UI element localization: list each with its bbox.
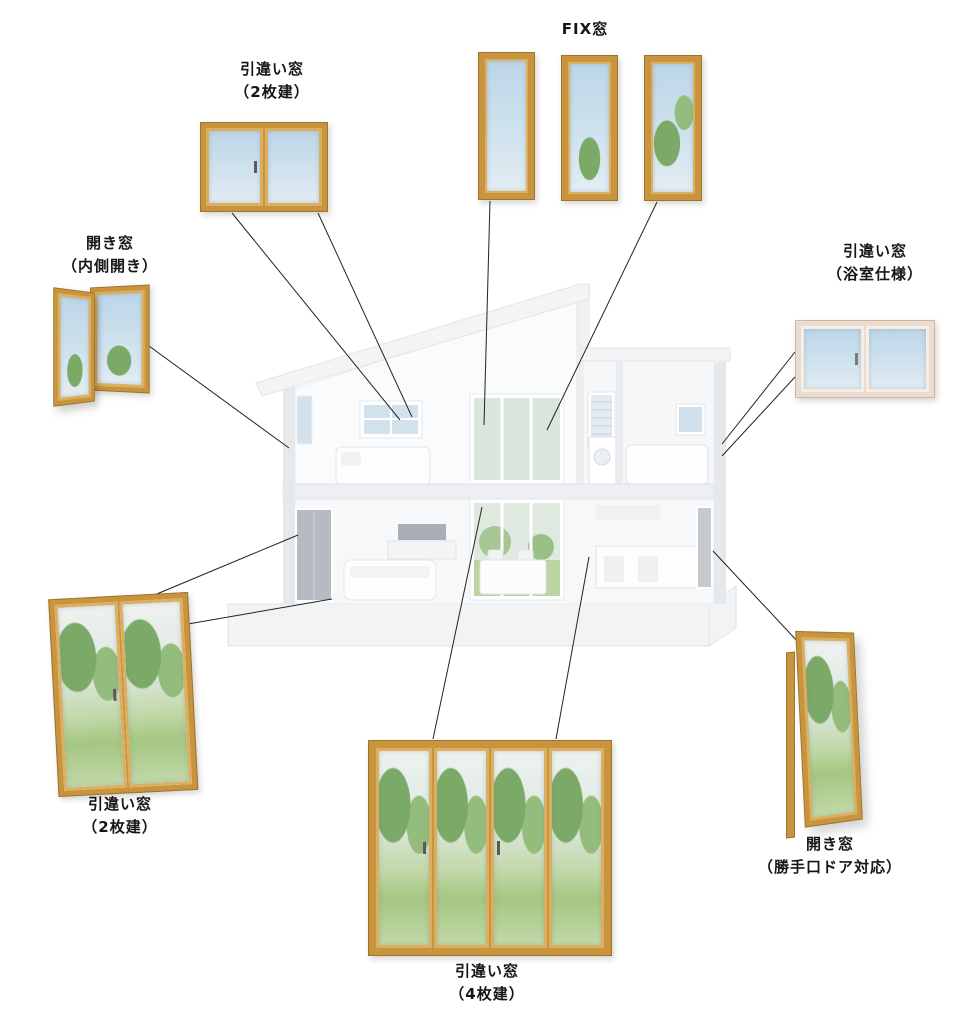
label-sliding-4panel: 引違い窓 （4枚建） (407, 960, 567, 1007)
label-sliding-2panel-top: 引違い窓 （2枚建） (192, 58, 352, 105)
sliding-window-4panel-figure (368, 740, 612, 956)
sliding-window-2panel-top-figure (200, 122, 328, 212)
window-sash (376, 748, 432, 948)
label-sliding-bathroom: 引違い窓 （浴室仕様） (795, 240, 955, 287)
window-glass (379, 751, 429, 945)
roof (255, 283, 590, 397)
dining-table (479, 549, 547, 595)
sliding-window-2panel-left-figure (48, 592, 199, 798)
bathroom-partition (616, 360, 623, 484)
label-line: （浴室仕様） (826, 265, 923, 284)
connector-lines (148, 200, 800, 740)
window-glass (804, 329, 861, 389)
window-sash (265, 128, 322, 206)
window-glass (653, 64, 693, 192)
sliding-window-bathroom-figure (795, 320, 935, 398)
fix-window-figure-3 (644, 55, 702, 201)
window-glass (804, 640, 855, 818)
window-glass (57, 604, 124, 788)
label-line: FIX窓 (561, 20, 609, 38)
casement-window-inward-figure (50, 278, 155, 410)
label-line: 引違い窓 (842, 242, 907, 260)
label-line: （勝手口ドア対応） (757, 858, 902, 877)
window-sash (491, 748, 547, 948)
casement-door (795, 630, 863, 828)
window-glass (436, 751, 486, 945)
label-casement-inward: 開き窓 （内側開き） (30, 232, 190, 279)
stair-partition-wall (576, 296, 584, 484)
window-sash (801, 637, 858, 821)
peak-wall (581, 284, 590, 362)
label-fix-window: FIX窓 (505, 18, 665, 41)
window-sash (94, 289, 145, 389)
casement-backdoor-figure (782, 628, 882, 839)
casement-frame (90, 284, 150, 394)
bedroom-window (359, 400, 423, 439)
sofa (343, 559, 437, 601)
window-sash (548, 748, 604, 948)
washing-machine (588, 436, 617, 485)
tv-board (387, 524, 457, 560)
label-line: （4枚建） (449, 985, 525, 1004)
label-casement-backdoor: 開き窓 （勝手口ドア対応） (718, 833, 942, 880)
window-glass (570, 64, 609, 192)
label-sliding-2panel-left: 引違い窓 （2枚建） (40, 793, 200, 840)
window-sash (119, 598, 193, 788)
kitchen-counter (595, 505, 703, 589)
window-sash (866, 326, 929, 392)
label-line: 開き窓 (85, 234, 134, 252)
window-sash (801, 326, 864, 392)
window-glass (268, 131, 319, 203)
bathroom-window (675, 403, 706, 436)
label-line: 引違い窓 (239, 60, 304, 78)
label-line: （2枚建） (234, 83, 310, 102)
bathtub (625, 444, 709, 485)
window-glass (97, 293, 142, 385)
house-cutaway (227, 283, 737, 647)
label-line: 開き窓 (805, 835, 854, 853)
casement-open-sash (53, 287, 95, 407)
window-sash (433, 748, 489, 948)
label-line: （内側開き） (61, 257, 158, 276)
left-wall-window-2f (296, 395, 313, 445)
label-line: （2枚建） (82, 818, 158, 837)
right-wall (714, 362, 726, 604)
first-floor-left-window (295, 508, 333, 602)
window-sash (54, 601, 128, 791)
window-glass (487, 61, 526, 191)
label-line: 引違い窓 (87, 795, 152, 813)
window-sash (485, 59, 528, 193)
window-glass (494, 751, 544, 945)
left-wall (283, 370, 295, 604)
atrium-window-upper (469, 393, 565, 485)
fix-window-figure-2 (561, 55, 618, 201)
window-sash (651, 62, 695, 194)
window-sash (206, 128, 263, 206)
floor-slab (282, 483, 715, 500)
window-sash (57, 292, 91, 402)
fix-window-figure-1 (478, 52, 535, 200)
bed (335, 446, 431, 486)
window-glass (869, 329, 926, 389)
window-glass (122, 601, 189, 785)
window-glass (209, 131, 260, 203)
kitchen-door (696, 506, 713, 589)
window-glass (60, 296, 89, 398)
window-glass (551, 751, 601, 945)
right-roof (580, 347, 731, 362)
casement-frame-edge (786, 651, 795, 839)
window-sash (568, 62, 611, 194)
label-line: 引違い窓 (454, 962, 519, 980)
